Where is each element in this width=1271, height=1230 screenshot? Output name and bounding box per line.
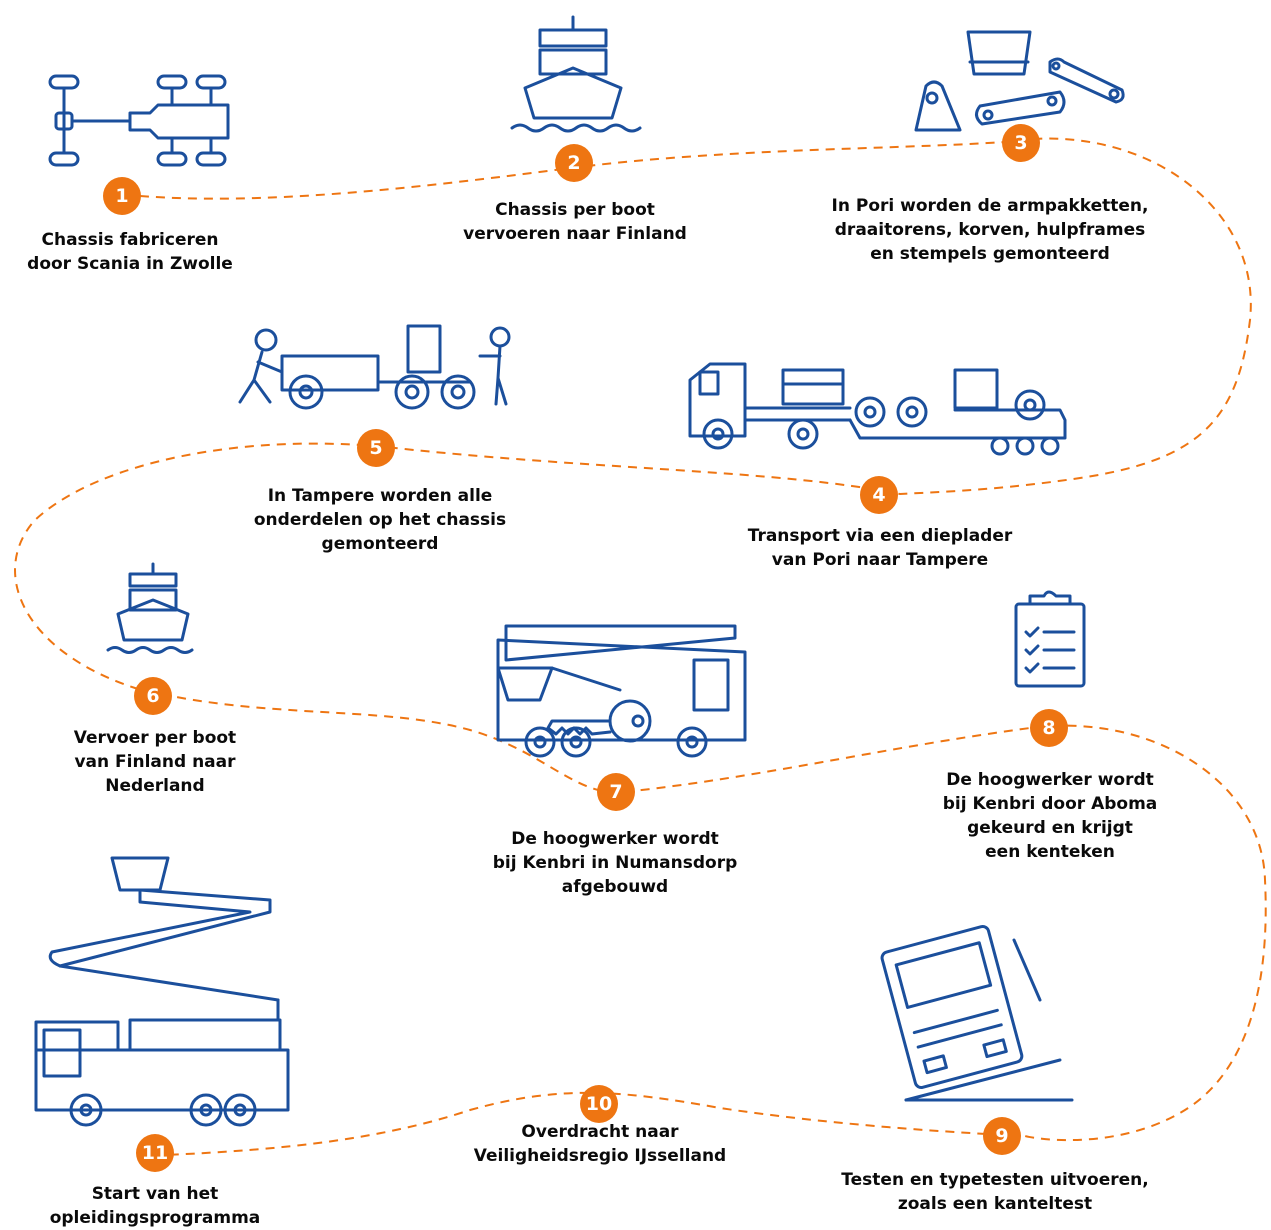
step-label-3: In Pori worden de armpakketten, draaitor… (831, 196, 1149, 264)
key-icon (546, 699, 652, 743)
step-badge-11: 11 (136, 1134, 174, 1172)
step-label-6: Vervoer per boot van Finland naar Nederl… (73, 728, 237, 796)
step-label-5: In Tampere worden alle onderdelen op het… (253, 486, 507, 554)
ship-icon (510, 15, 642, 133)
clipboard-checklist-icon (1014, 590, 1086, 688)
step-badge-1: 1 (103, 177, 141, 215)
step-label-4: Transport via een dieplader van Pori naa… (747, 526, 1013, 570)
lowloader-truck-icon (688, 362, 1067, 456)
step-label-1: Chassis fabriceren door Scania in Zwolle (27, 230, 233, 274)
step-label-10: Overdracht naar Veiligheidsregio IJssell… (473, 1122, 727, 1166)
step-label-2: Chassis per boot vervoeren naar Finland (463, 200, 687, 244)
chassis-icon (48, 74, 230, 167)
step-label-11: Start van het opleidingsprogramma (49, 1184, 261, 1228)
aerial-truck-icon (496, 624, 747, 758)
step-label-7: De hoogwerker wordt bij Kenbri in Numans… (492, 829, 738, 897)
step-label-9: Testen en typetesten uitvoeren, zoals ee… (841, 1170, 1149, 1214)
step-badge-9: 9 (983, 1117, 1021, 1155)
ship-icon-6 (106, 562, 194, 654)
step-badge-5: 5 (357, 429, 395, 467)
step-label-8: De hoogwerker wordt bij Kenbri door Abom… (942, 770, 1158, 862)
step-badge-7: 7 (597, 773, 635, 811)
step-badge-8: 8 (1030, 709, 1068, 747)
tilt-test-truck-icon (880, 924, 1074, 1102)
parts-icon (914, 30, 1125, 132)
step-badge-10: 10 (580, 1085, 618, 1123)
aerial-platform-truck-icon (34, 856, 290, 1127)
step-badge-6: 6 (134, 677, 172, 715)
step-badge-3: 3 (1002, 124, 1040, 162)
step-badge-2: 2 (555, 144, 593, 182)
step-badge-4: 4 (860, 476, 898, 514)
workers-assembly-icon (238, 324, 511, 410)
